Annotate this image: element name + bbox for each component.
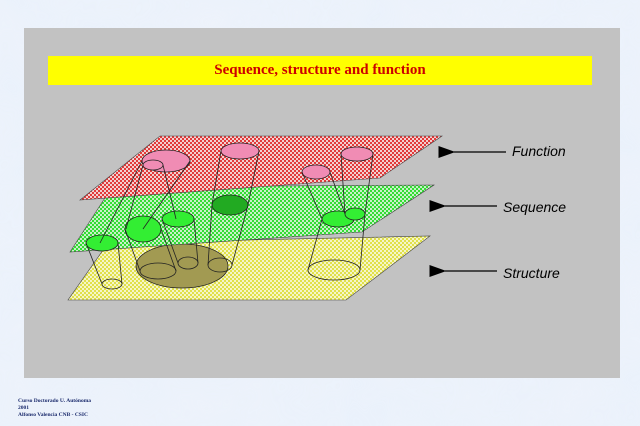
- function-ellipse: [301, 164, 331, 180]
- cylinder-connectors: [85, 150, 374, 285]
- sequence-ellipse: [344, 207, 366, 221]
- footer-line: Curso Doctorado U. Autónoma: [18, 398, 92, 404]
- footer-credit: Curso Doctorado U. Autónoma 2001 Alfonso…: [18, 398, 91, 419]
- sequence-label: Sequence: [503, 199, 567, 215]
- sequence-ellipse: [211, 194, 249, 216]
- slide-title: Sequence, structure and function: [214, 62, 426, 78]
- function-ellipse: [142, 159, 164, 171]
- sequence-ellipse: [161, 210, 195, 228]
- sequence-plane: [69, 184, 436, 253]
- function-label: Function: [512, 143, 566, 159]
- function-ellipse: [340, 146, 374, 162]
- structure-blob: [135, 243, 229, 289]
- footer-line: Alfonso Valencia CNB - CSIC: [18, 412, 88, 418]
- sequence-ellipse: [85, 234, 119, 252]
- function-ellipse: [220, 142, 260, 160]
- title-bar: Sequence, structure and function: [48, 56, 592, 85]
- structure-label: Structure: [503, 265, 560, 281]
- footer-line: 2001: [18, 405, 29, 411]
